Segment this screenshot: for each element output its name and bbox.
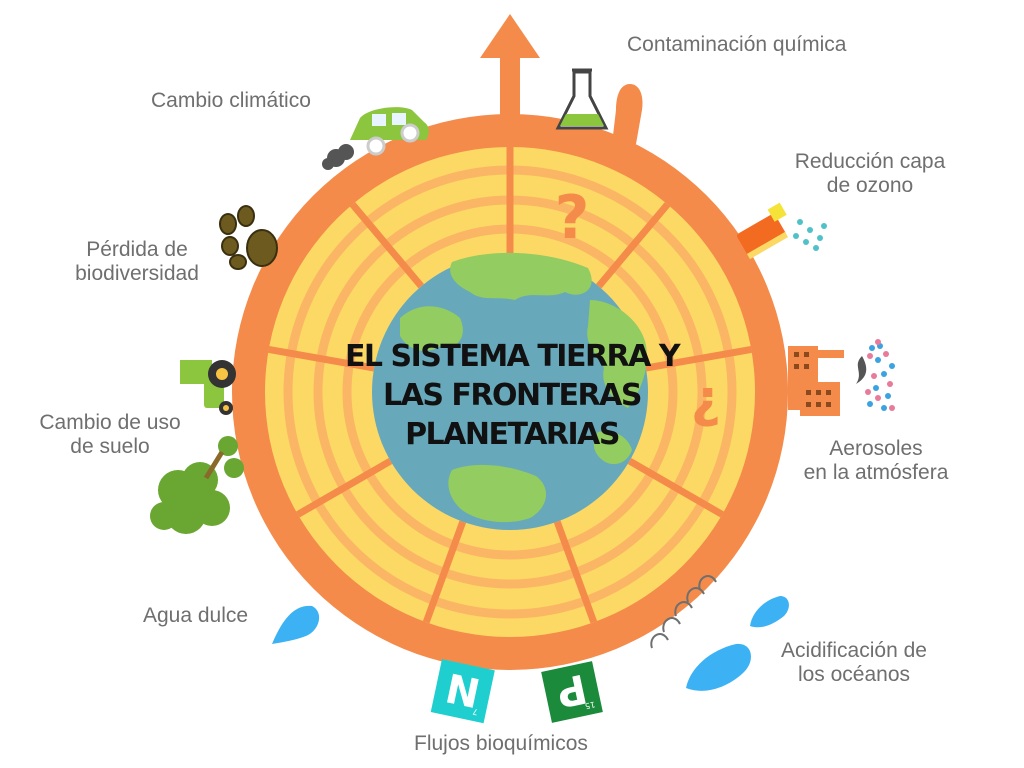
title-line-1: EL SISTEMA TIERRA Y: [345, 339, 682, 374]
sector-divider: [296, 457, 393, 518]
label-acidificacion-oceanos-line-2: los océanos: [797, 663, 911, 686]
label-perdida-biodiversidad-line-2: biodiversidad: [75, 262, 199, 285]
svg-text:7: 7: [472, 707, 479, 717]
nitrogen-tile-icon: N 7: [430, 659, 495, 724]
label-acidificacion-oceanos: Acidificación de los océanos: [762, 639, 946, 687]
label-aerosoles-line-2: en la atmósfera: [803, 461, 949, 484]
label-reduccion-ozono: Reducción capa de ozono: [778, 150, 962, 198]
title-line-3: PLANETARIAS: [405, 417, 619, 452]
waves-icon: [650, 575, 717, 649]
smoke-icon: [856, 356, 867, 384]
label-perdida-biodiversidad-line-1: Pérdida de: [86, 238, 188, 261]
spray-can-icon: [737, 202, 827, 260]
tractor-icon: [180, 360, 236, 415]
earth-globe: [372, 252, 648, 530]
sector-divider: [268, 346, 375, 372]
question-mark-right: ?: [691, 375, 721, 435]
label-cambio-uso-suelo-line-2: de suelo: [70, 435, 150, 458]
sector-divider: [596, 202, 671, 289]
trees-icon: [150, 436, 244, 534]
sector-divider: [553, 520, 598, 624]
svg-text:15: 15: [584, 700, 596, 711]
sector-divider: [422, 520, 467, 624]
sector-divider: [627, 457, 724, 518]
label-cambio-uso-suelo-line-1: Cambio de uso: [39, 411, 181, 434]
diagram-title: EL SISTEMA TIERRA Y LAS FRONTERAS PLANET…: [345, 339, 683, 452]
flask-icon: [555, 68, 609, 130]
sector-divider: [349, 202, 424, 289]
label-reduccion-ozono-line-1: Reducción capa: [794, 150, 946, 173]
sector-divider: [645, 346, 752, 372]
question-mark-top: ?: [555, 183, 590, 253]
paw-print-icon: [219, 205, 278, 270]
label-acidificacion-oceanos-line-1: Acidificación de: [781, 639, 927, 662]
sector-dividers: [268, 147, 752, 624]
label-aerosoles-line-1: Aerosoles: [829, 437, 923, 460]
ocean-drop-icon: [686, 596, 789, 691]
smoke-cloud-icon: [322, 144, 354, 170]
label-contaminacion-quimica: Contaminación química: [627, 33, 847, 56]
factory-icon: [788, 346, 844, 416]
aerosol-particles-icon: [865, 339, 895, 411]
label-flujos-bioquimicos: Flujos bioquímicos: [414, 732, 588, 755]
label-perdida-biodiversidad: Pérdida de biodiversidad: [62, 238, 212, 286]
label-agua-dulce: Agua dulce: [143, 604, 249, 627]
label-aerosoles: Aerosoles en la atmósfera: [790, 437, 962, 485]
title-line-2: LAS FRONTERAS: [383, 378, 641, 413]
label-cambio-climatico: Cambio climático: [151, 89, 311, 112]
label-cambio-uso-suelo: Cambio de uso de suelo: [20, 411, 200, 459]
bottle-icon: [612, 84, 643, 144]
phosphorus-tile-icon: P 15: [541, 661, 603, 723]
car-icon: [350, 107, 429, 156]
water-drop-icon: [272, 605, 320, 644]
label-reduccion-ozono-line-2: de ozono: [826, 174, 914, 197]
